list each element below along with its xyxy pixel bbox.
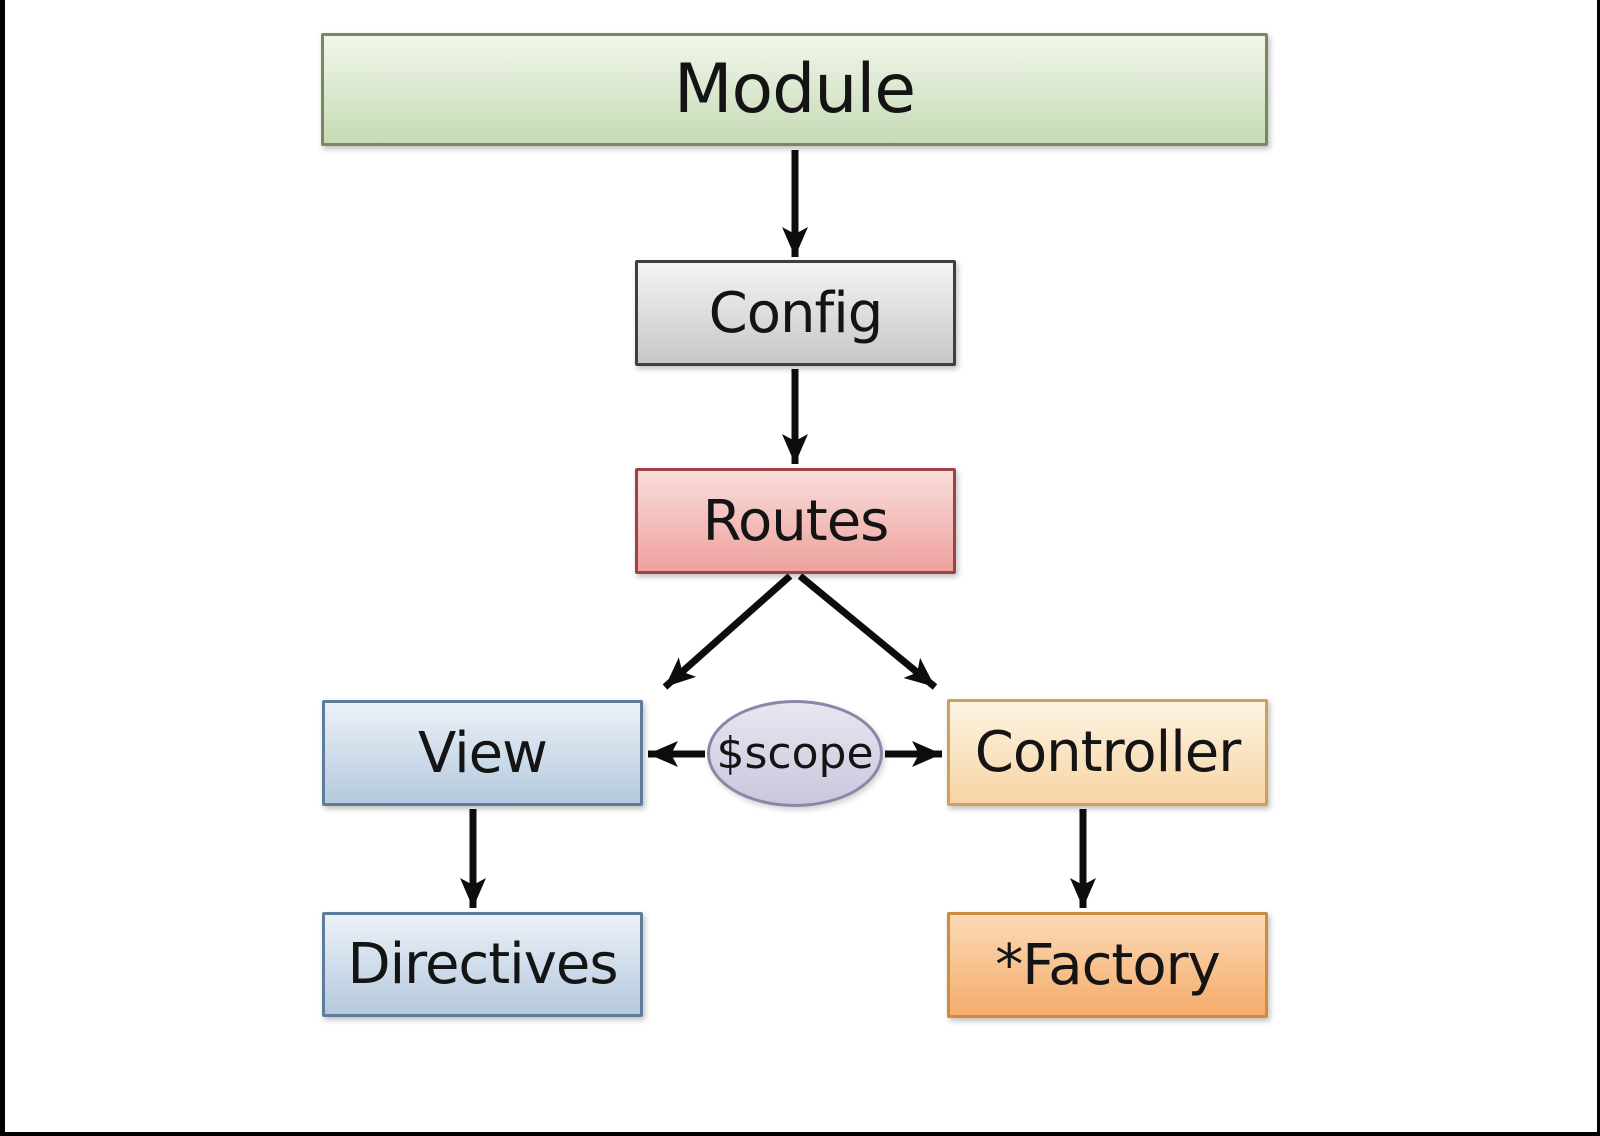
edge-routes-controller [797, 573, 938, 690]
node-controller: Controller [947, 699, 1268, 806]
node-factory: *Factory [947, 912, 1268, 1018]
video-frame-right-bar [1597, 0, 1600, 1136]
node-config-label: Config [708, 280, 884, 346]
edge-routes-view [662, 573, 793, 690]
node-routes: Routes [635, 468, 956, 574]
node-factory-label: *Factory [995, 932, 1221, 998]
node-module-label: Module [673, 50, 916, 129]
video-frame-left-bar [0, 0, 5, 1136]
node-scope: $scope [707, 700, 883, 807]
node-view-label: View [418, 720, 548, 786]
node-view: View [322, 700, 643, 806]
node-controller-label: Controller [974, 720, 1241, 785]
node-config: Config [635, 260, 956, 366]
node-routes-label: Routes [702, 488, 890, 554]
node-module: Module [321, 33, 1268, 146]
node-directives: Directives [322, 912, 643, 1017]
node-scope-label: $scope [716, 728, 874, 779]
video-frame-bottom-bar [0, 1132, 1600, 1136]
node-directives-label: Directives [347, 932, 619, 997]
